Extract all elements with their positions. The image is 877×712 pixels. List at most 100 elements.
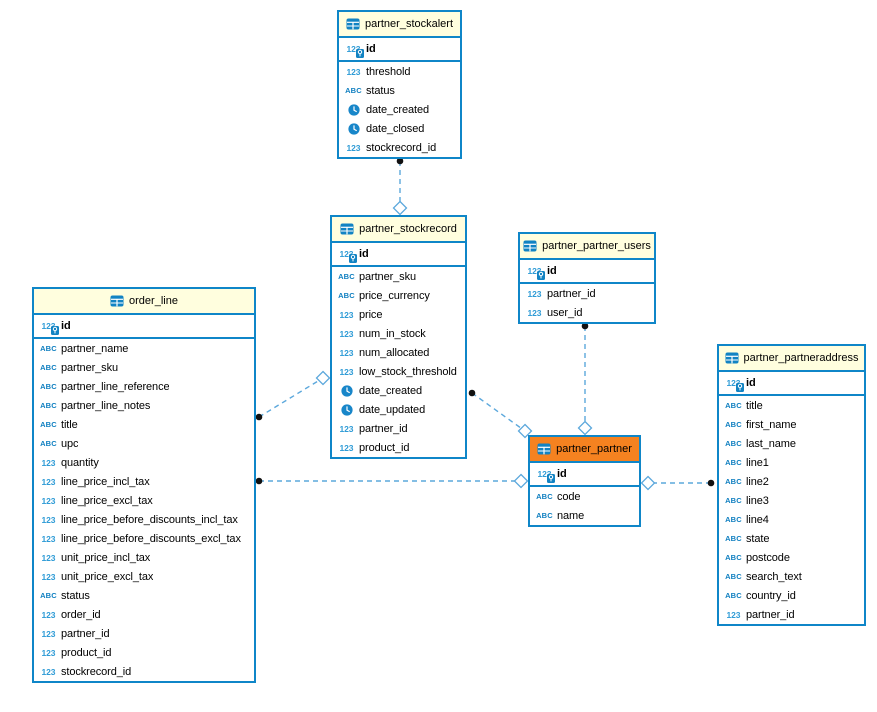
relation-dot-end: [255, 477, 263, 485]
relation-diamond-end: [392, 200, 408, 216]
relation-partner_stockrecord-to-partner_partner[interactable]: [468, 389, 533, 439]
table-header[interactable]: partner_partner_users: [520, 234, 654, 260]
column-name: line_price_before_discounts_excl_tax: [61, 532, 241, 545]
table-header[interactable]: partner_partneraddress: [719, 346, 864, 372]
column-name: id: [366, 43, 376, 55]
numeric-type-icon: 123: [41, 609, 56, 620]
numeric-type-icon: 123: [41, 476, 56, 487]
column-row-date_closed[interactable]: date_closed: [339, 119, 460, 138]
numeric-type-icon: 123: [527, 288, 542, 299]
text-type-icon: ABC: [725, 591, 742, 600]
relation-partner_partner_users-to-partner_partner[interactable]: [577, 322, 593, 436]
column-name: line_price_excl_tax: [61, 494, 153, 507]
column-name: partner_name: [61, 342, 129, 355]
text-type-icon: ABC: [40, 420, 57, 429]
column-name: price_currency: [359, 289, 430, 302]
relation-order_line-to-partner_stockrecord[interactable]: [255, 370, 331, 421]
table-header[interactable]: partner_stockrecord: [332, 217, 465, 243]
table-header[interactable]: partner_stockalert: [339, 12, 460, 38]
table-icon: [725, 352, 739, 364]
column-row-date_created[interactable]: date_created: [339, 100, 460, 119]
relation-dashed-line[interactable]: [471, 392, 526, 432]
table-header[interactable]: order_line: [34, 289, 254, 315]
column-name: id: [547, 265, 557, 277]
column-name: partner_line_notes: [61, 399, 151, 412]
text-type-icon: ABC: [338, 291, 355, 300]
column-name: line3: [746, 494, 769, 507]
relation-dot-end: [707, 479, 715, 487]
relation-order_line-to-partner_partner[interactable]: [255, 473, 529, 489]
column-row-price_currency[interactable]: ABC price_currency: [332, 286, 465, 305]
column-row-date_updated[interactable]: date_updated: [332, 400, 465, 419]
relation-partner_partneraddress-to-partner_partner[interactable]: [640, 475, 715, 491]
relation-partner_stockalert-to-partner_stockrecord[interactable]: [392, 157, 408, 216]
column-row-date_created[interactable]: date_created: [332, 381, 465, 400]
relation-dashed-line[interactable]: [258, 377, 324, 418]
primary-key-icon: 123: [524, 265, 546, 280]
datetime-type-icon: [336, 403, 357, 416]
column-row-line3[interactable]: ABC line3: [719, 491, 864, 510]
column-name: id: [746, 377, 756, 389]
text-type-icon: ABC: [725, 496, 742, 505]
table-header[interactable]: partner_partner: [530, 437, 639, 463]
